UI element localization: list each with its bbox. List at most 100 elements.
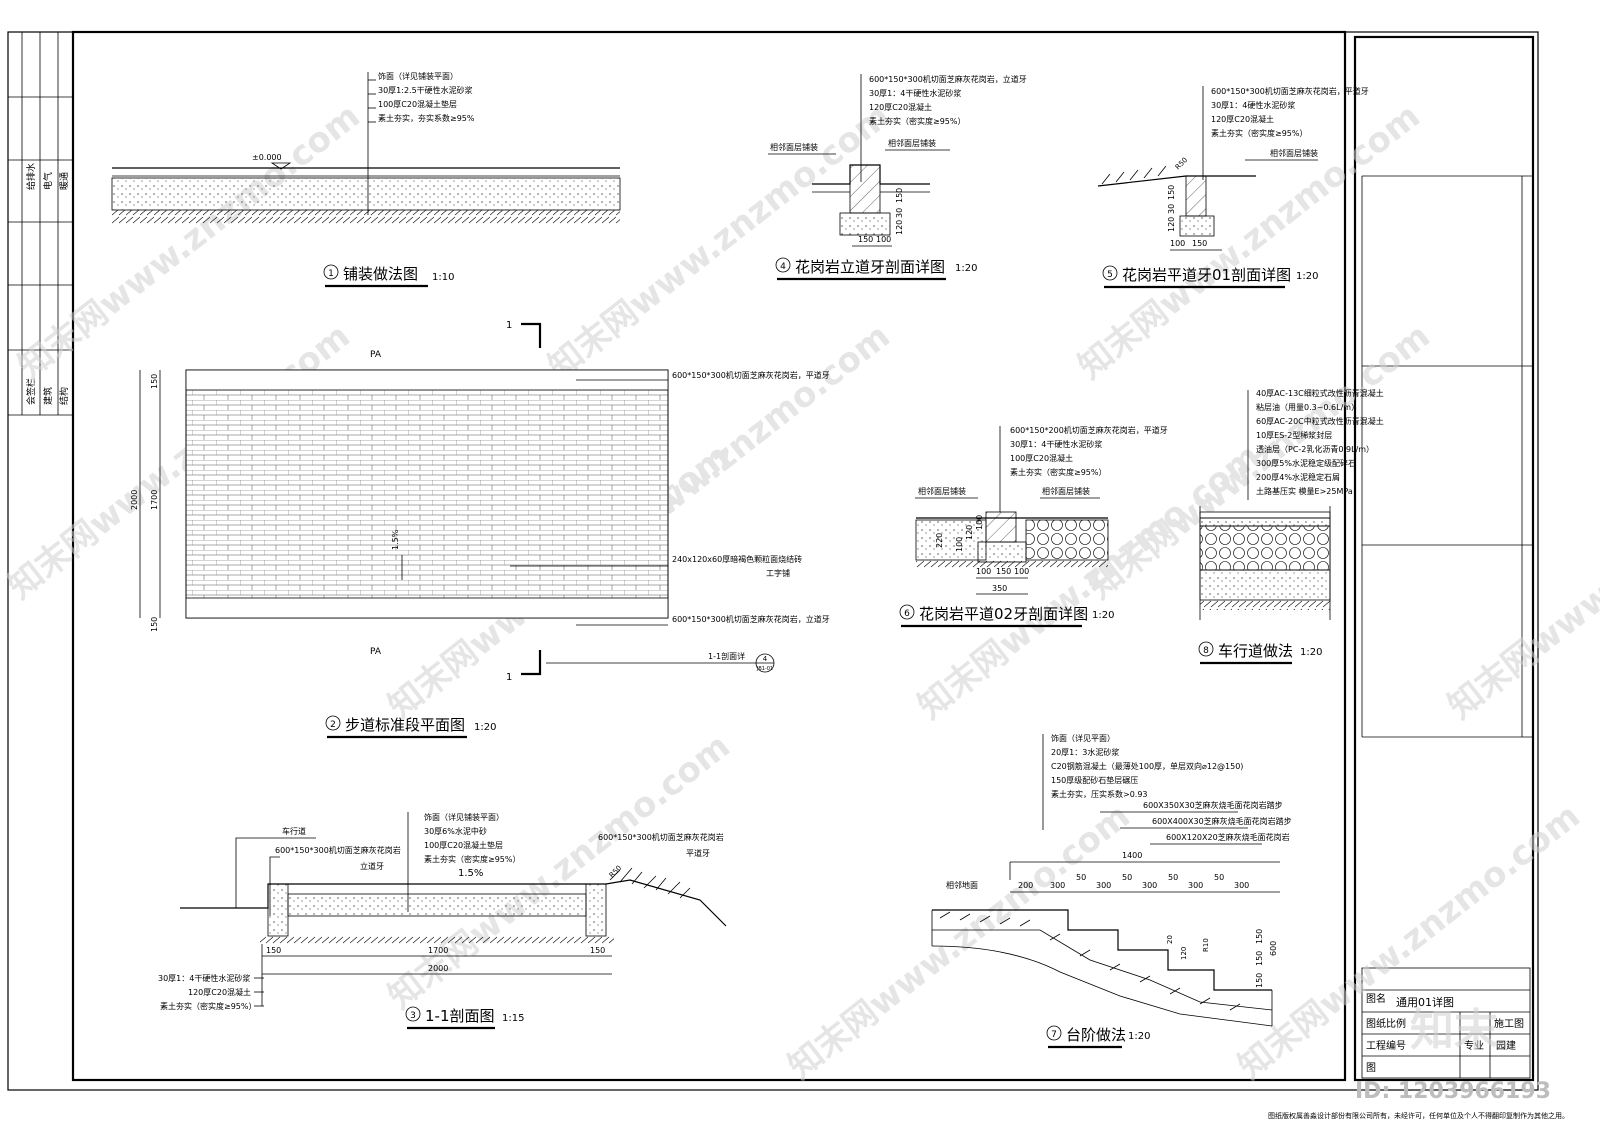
d5-note: 600*150*300机切面芝麻灰花岗岩，平道牙 (1211, 86, 1369, 96)
d8-number: 8 (1203, 646, 1209, 656)
d3-dim: 1700 (428, 946, 448, 955)
d5-dim-h: 100 (1170, 239, 1185, 248)
d4-note: 120厚C20混凝土 (869, 102, 932, 112)
d3-radius: R50 (608, 864, 623, 879)
d5-note: 30厚1：4硬性水泥砂浆 (1211, 100, 1295, 110)
d3-bottom-note: 30厚1：4干硬性水泥砂浆 (158, 973, 250, 983)
detail-2-plan: PA PA 1 1 150 1700 150 2000 1.5% 600*150… (130, 320, 830, 739)
d5-note: 素土夯实（密实度≥95%） (1211, 128, 1307, 138)
watermark-text: 知末网www.znzmo.com (1071, 96, 1428, 387)
left-sign-strip: 给排水 电气 暖通 会签栏 建筑 结构 (7, 32, 73, 416)
d1-note: 100厚C20混凝土垫层 (378, 99, 457, 109)
strip-label-structure: 结构 (58, 387, 70, 405)
d8-note: 透油层（PC-2乳化沥青0.9L/m） (1256, 444, 1374, 454)
d3-dim: 150 (590, 946, 605, 955)
d3-number: 3 (410, 1011, 416, 1021)
d3-notes: 饰面（详见铺装平面） (424, 812, 504, 822)
title-row2-right-value: 园建 (1496, 1039, 1516, 1052)
d7-dim-top: 300 (1188, 881, 1203, 890)
d7-small: R10 (1202, 938, 1210, 952)
d2-ref-label: 1-1剖面详 (708, 651, 745, 661)
d2-callout-bottom: 600*150*300机切面芝麻灰花岗岩，立道牙 (672, 614, 830, 624)
d3-bottom-note: 素土夯实（密实度≥95%） (160, 1001, 256, 1011)
d8-note: 土路基压实 模量E>25MPa (1256, 486, 1353, 496)
d3-bottom-note: 120厚C20混凝土 (188, 987, 251, 997)
d3-right-curb-2: 平道牙 (686, 848, 710, 858)
d2-callout-mid: 240x120x60厚暗褐色颗粒面烧结砖 (672, 554, 802, 564)
d7-dim-top: 300 (1142, 881, 1157, 890)
d3-dim: 2000 (428, 964, 448, 973)
title-stage-value: 施工图 (1494, 1017, 1524, 1030)
d4-dim-v: 30 (895, 208, 904, 218)
d7-dim-top: 50 (1122, 873, 1132, 882)
d2-callout-top: 600*150*300机切面芝麻灰花岗岩，平道牙 (672, 370, 830, 380)
d8-title: 车行道做法 (1218, 642, 1293, 660)
title-row2-label: 工程编号 (1366, 1039, 1406, 1052)
d4-adj-left: 相邻面层铺装 (770, 142, 818, 152)
d2-callout-mid-2: 工字铺 (766, 568, 790, 578)
title-row1-label: 图纸比例 (1366, 1017, 1406, 1030)
d2-pa-top: PA (370, 350, 382, 360)
d7-stone: 600X400X30芝麻灰烧毛面花岗岩踏步 (1152, 816, 1292, 826)
title-block: 图名 通用01详图 图纸比例 施工图 工程编号 专业 园建 图 (1361, 967, 1531, 1079)
d7-dim-v: 150 (1255, 929, 1264, 944)
d6-dim-v: 100 (955, 537, 964, 552)
d6-number: 6 (904, 609, 910, 619)
d3-left-curb-2: 立道牙 (360, 861, 384, 871)
d7-number: 7 (1051, 1030, 1057, 1040)
d7-dim-v: 150 (1255, 973, 1264, 988)
d2-title: 步道标准段平面图 (345, 716, 465, 734)
d4-dim-h: 150 (858, 235, 873, 244)
detail-1-paving: 饰面（详见铺装平面） 30厚1:2.5干硬性水泥砂浆 100厚C20混凝土垫层 … (111, 71, 621, 288)
d8-note: 300厚5%水泥稳定级配碎石 (1256, 458, 1356, 468)
strip-label-architecture: 建筑 (42, 387, 54, 405)
d3-scale: 1:15 (502, 1013, 524, 1024)
d5-scale: 1:20 (1296, 271, 1318, 282)
d7-note: 150厚级配砂石垫层碾压 (1051, 775, 1138, 785)
d7-dim-top: 300 (1050, 881, 1065, 890)
d5-dim-v: 30 (1167, 204, 1176, 214)
d5-radius: R50 (1174, 156, 1189, 171)
d6-dim-v: 120 (965, 525, 974, 540)
d4-dim-v: 120 (895, 220, 904, 235)
watermark-logo: 知末 (1410, 1005, 1498, 1056)
d7-note: 20厚1：3水泥砂浆 (1051, 747, 1119, 757)
d3-notes: 30厚6%水泥中砂 (424, 826, 487, 836)
d7-stone: 600X120X20芝麻灰烧毛面花岗岩 (1166, 832, 1290, 842)
d7-scale: 1:20 (1128, 1031, 1150, 1042)
d3-road: 车行道 (282, 826, 306, 836)
d2-section-mark: 1 (506, 672, 512, 683)
image-id: ID: 1203966193 (1355, 1079, 1551, 1104)
watermark-text: 知末网www.znzmo.com (1441, 436, 1600, 727)
d2-dim: 150 (150, 617, 159, 632)
d5-dim-h: 150 (1192, 239, 1207, 248)
d7-small: 20 (1166, 935, 1174, 944)
d7-dim-v: 600 (1269, 941, 1278, 956)
d5-adj: 相邻面层铺装 (1270, 148, 1318, 158)
detail-7-steps: 饰面（详见平面） 20厚1：3水泥砂浆 C20钢筋混凝土（最薄处100厚，单层双… (931, 733, 1292, 1049)
d6-title: 花岗岩平道02牙剖面详图 (919, 605, 1088, 623)
detail-8-roadway: 40厚AC-13C细粒式改性沥青混凝土 粘层油（用量0.3~0.6L/m） 60… (1198, 388, 1384, 665)
d3-title: 1-1剖面图 (425, 1007, 495, 1025)
strip-label-hvac: 暖通 (58, 172, 70, 190)
d6-total: 350 (992, 584, 1007, 593)
d2-ref-num: 4 (763, 655, 768, 663)
d4-dim-v: 150 (895, 188, 904, 203)
copyright-note: 图纸版权属善淼设计部份有限公司所有，未经许可，任何单位及个人不得翻印复制作为其他… (1268, 1111, 1569, 1120)
d6-note: 30厚1：4干硬性水泥砂浆 (1010, 439, 1102, 449)
d5-number: 5 (1107, 270, 1113, 280)
d7-dim-top: 300 (1096, 881, 1111, 890)
detail-6-flat-curb-02: 600*150*200机切面芝麻灰花岗岩，平道牙 30厚1：4干硬性水泥砂浆 1… (899, 425, 1168, 628)
d1-note: 30厚1:2.5干硬性水泥砂浆 (378, 85, 473, 95)
d6-note: 600*150*200机切面芝麻灰花岗岩，平道牙 (1010, 425, 1168, 435)
d2-number: 2 (330, 720, 336, 730)
d6-dim-h: 150 (996, 567, 1011, 576)
d6-dim-v: 100 (975, 515, 984, 530)
d6-dim-h: 100 (1014, 567, 1029, 576)
title-row2-right-label: 专业 (1464, 1039, 1484, 1052)
d6-adj-right: 相邻面层铺装 (1042, 486, 1090, 496)
strip-label-electrical: 电气 (42, 172, 54, 190)
title-row3-label: 图 (1366, 1062, 1376, 1074)
d7-note: 饰面（详见平面） (1051, 733, 1115, 743)
